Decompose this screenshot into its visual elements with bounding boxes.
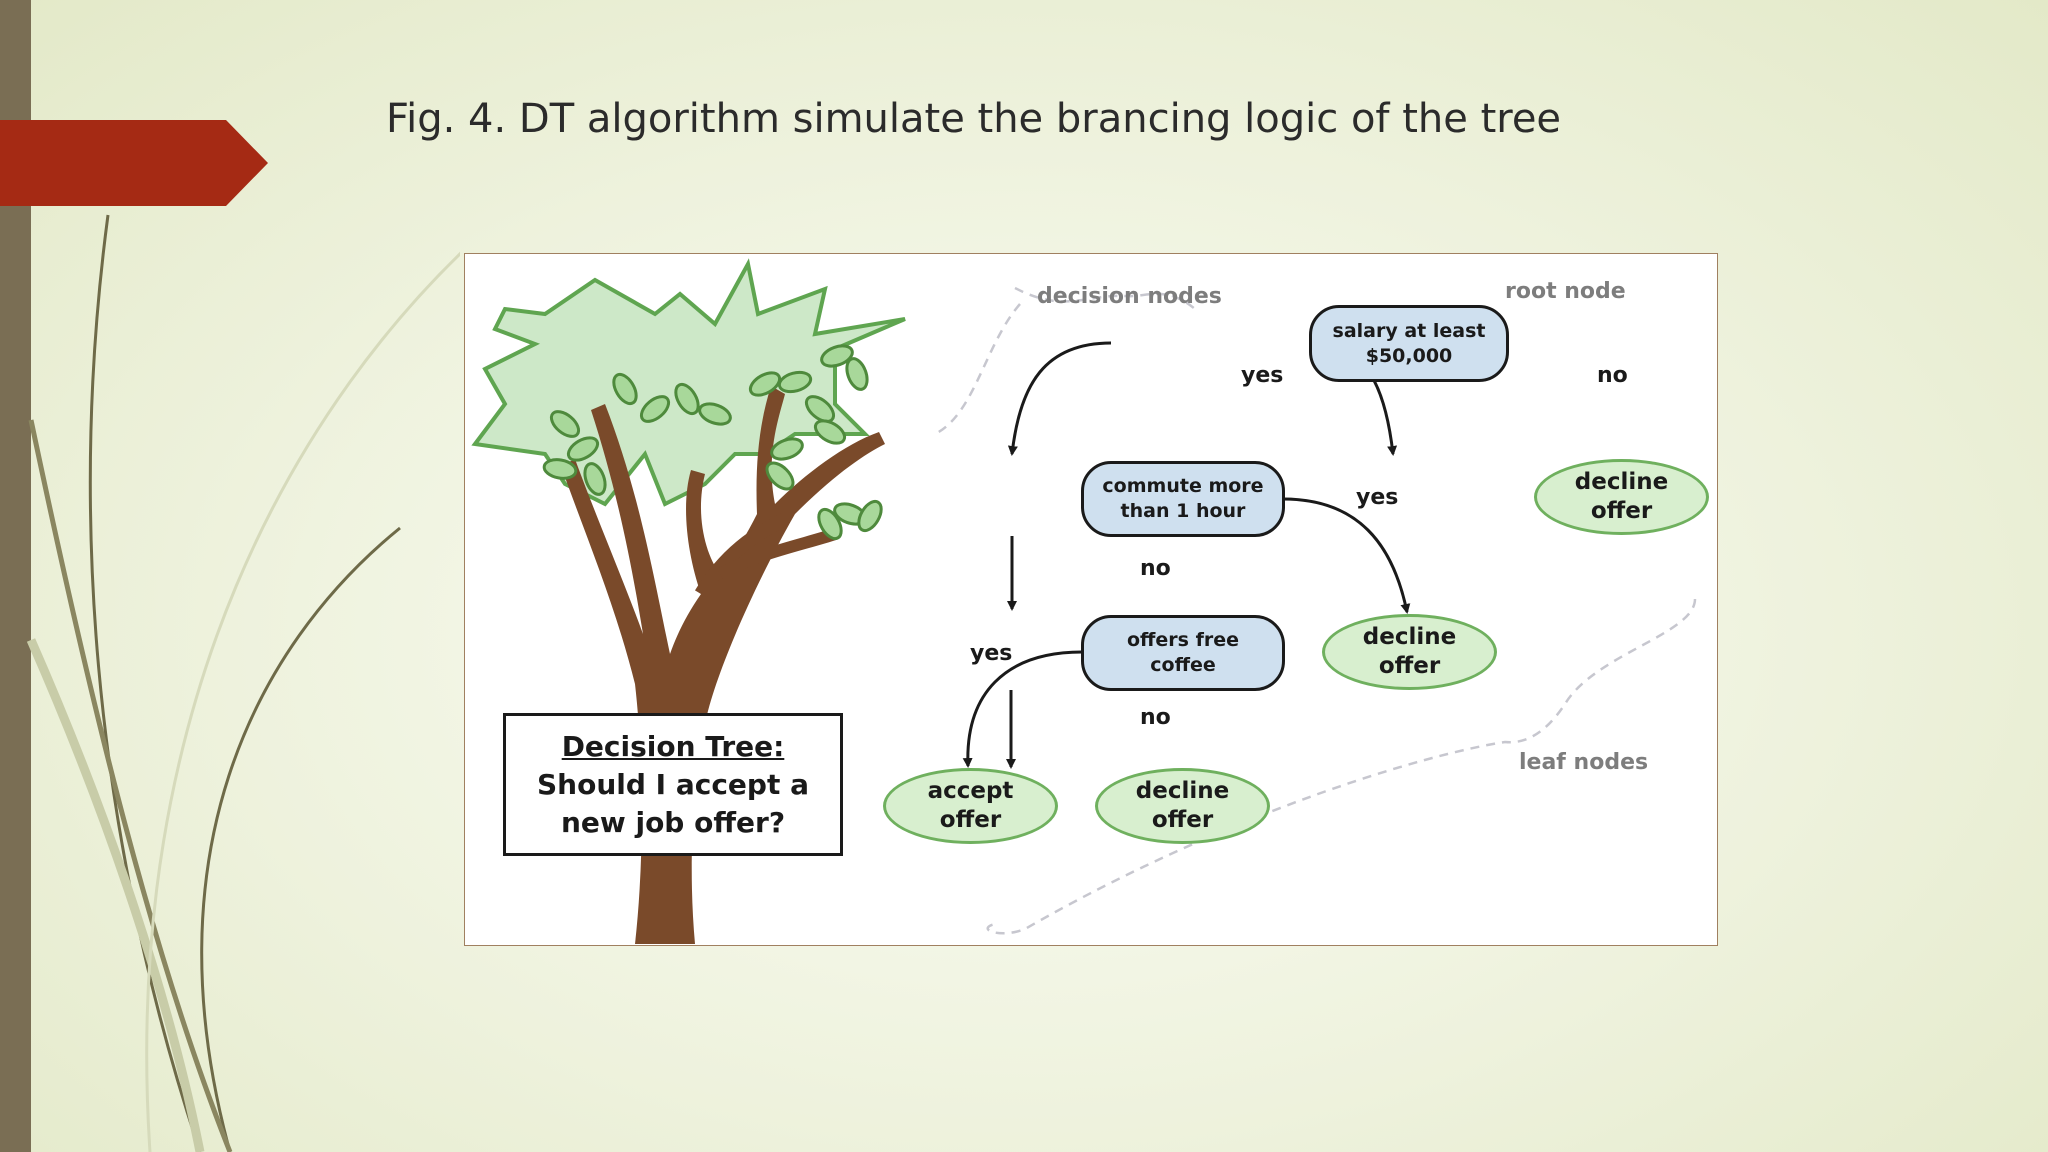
node-root-salary: salary at least $50,000: [1309, 305, 1509, 382]
tree-leaves: [542, 344, 883, 541]
tree-trunk: [561, 386, 885, 944]
edge-label-commute-yes: yes: [1356, 485, 1399, 510]
decision-tree-heading: Decision Tree:: [561, 729, 785, 763]
decision-tree-question: Should I accept a new job offer?: [537, 767, 809, 839]
edge-label-root-yes: yes: [1241, 363, 1284, 388]
leaf-accept-offer: accept offer: [883, 768, 1058, 844]
slide-title: Fig. 4. DT algorithm simulate the branci…: [386, 96, 1562, 142]
edge-label-coffee-no: no: [1140, 705, 1171, 730]
leaf-decline-salary: decline offer: [1534, 459, 1709, 535]
annotation-dashes: [934, 286, 1697, 935]
leaf-decline-coffee: decline offer: [1095, 768, 1270, 844]
edge-label-commute-no: no: [1140, 556, 1171, 581]
edge-label-coffee-yes: yes: [970, 641, 1013, 666]
tree-edges: [962, 341, 1411, 769]
decorative-curves: [26, 214, 460, 1152]
decision-tree-figure: Decision Tree: Should I accept a new job…: [464, 253, 1718, 946]
annotation-root-node: root node: [1505, 279, 1626, 304]
annotation-leaf-nodes: leaf nodes: [1519, 750, 1649, 775]
node-commute: commute more than 1 hour: [1081, 461, 1285, 537]
annotation-decision-nodes: decision nodes: [1037, 284, 1222, 309]
node-free-coffee: offers free coffee: [1081, 615, 1285, 691]
accent-tab: [0, 120, 268, 206]
decision-tree-title-box: Decision Tree: Should I accept a new job…: [503, 713, 843, 856]
leaf-decline-commute: decline offer: [1322, 614, 1497, 690]
edge-label-root-no: no: [1597, 363, 1628, 388]
